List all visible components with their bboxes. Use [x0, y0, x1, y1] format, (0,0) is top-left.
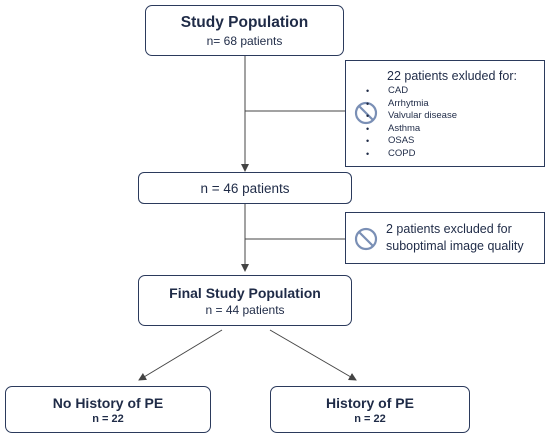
exclusion-1-reasons: •CAD •Arrhytmia •Valvular disease •Asthm… — [364, 85, 457, 161]
exclusion-reason: •Arrhytmia — [366, 97, 429, 109]
study-population-box: Study Population n= 68 patients — [145, 5, 344, 56]
exclusion-reason: •OSAS — [366, 135, 415, 147]
exclusion-reason: •COPD — [366, 147, 416, 159]
arrow-to-no-history — [138, 329, 223, 381]
exclusion-1-title: 22 patients exluded for: — [387, 69, 517, 83]
study-population-title: Study Population — [180, 13, 309, 31]
prohibited-icon — [354, 101, 378, 125]
history-pe-count: n = 22 — [354, 412, 386, 425]
exclusion-box-1: 22 patients exluded for: •CAD •Arrhytmia… — [345, 60, 545, 167]
intermediate-count: n = 46 patients — [200, 180, 290, 196]
exclusion-2-line2: suboptimal image quality — [386, 239, 524, 253]
arrow-to-history — [269, 329, 357, 381]
prohibited-icon — [354, 227, 378, 251]
intermediate-box: n = 46 patients — [138, 172, 352, 204]
exclusion-reason: •Asthma — [366, 122, 421, 134]
exclusion-reason: •Valvular disease — [366, 110, 458, 122]
exclusion-box-2: 2 patients excluded for suboptimal image… — [345, 212, 545, 264]
exclusion-2-line1: 2 patients excluded for — [386, 222, 512, 236]
history-pe-box: History of PE n = 22 — [270, 386, 470, 433]
final-population-title: Final Study Population — [169, 284, 321, 301]
no-history-pe-title: No History of PE — [52, 394, 164, 411]
no-history-pe-box: No History of PE n = 22 — [5, 386, 211, 433]
final-population-box: Final Study Population n = 44 patients — [138, 275, 352, 326]
no-history-pe-count: n = 22 — [92, 412, 124, 425]
study-population-count: n= 68 patients — [206, 33, 283, 48]
history-pe-title: History of PE — [326, 394, 414, 411]
exclusion-reason: •CAD — [366, 85, 409, 96]
final-population-count: n = 44 patients — [205, 302, 285, 317]
